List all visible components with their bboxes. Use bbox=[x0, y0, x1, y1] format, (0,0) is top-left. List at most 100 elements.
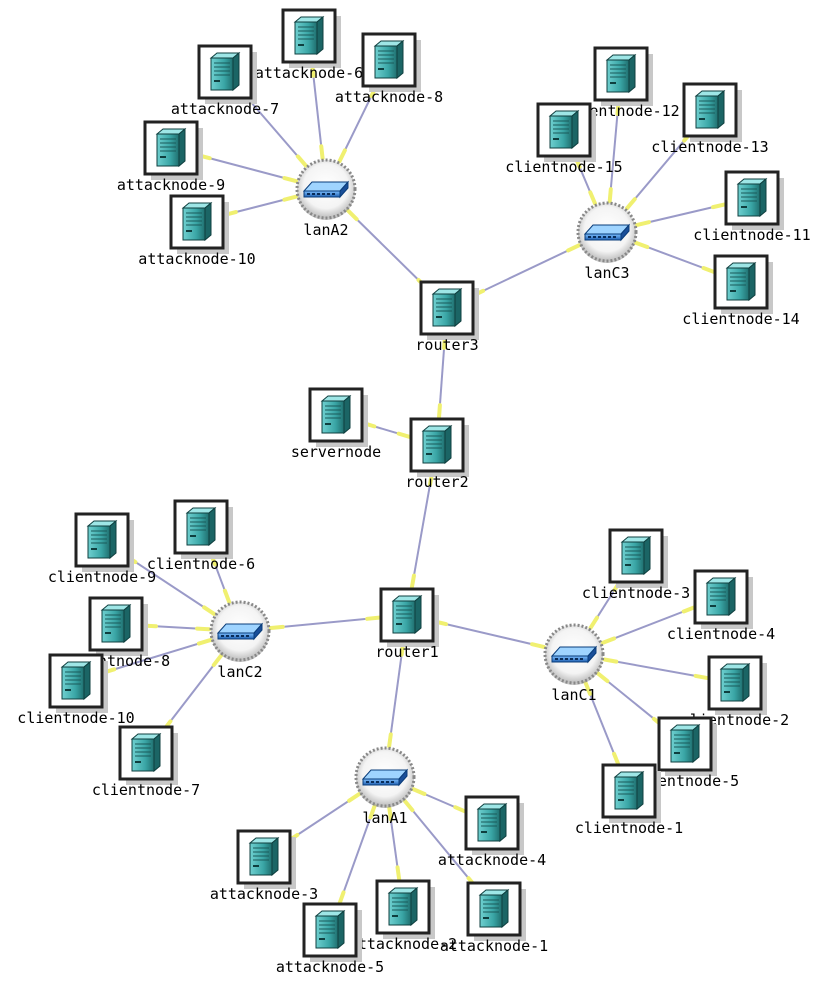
node-clientnode-4[interactable]: clientnode-4 bbox=[667, 569, 775, 643]
node-label: clientnode-14 bbox=[682, 310, 799, 328]
server-tower-icon bbox=[478, 888, 510, 929]
node-label: attacknode-10 bbox=[138, 250, 255, 268]
server-tower-icon bbox=[476, 802, 508, 843]
server-tower-icon bbox=[387, 886, 419, 927]
node-clientnode-12[interactable]: clientnode-12 bbox=[562, 46, 680, 120]
node-servernode[interactable]: servernode bbox=[291, 387, 381, 461]
node-lanC3[interactable]: lanC3 bbox=[576, 201, 638, 282]
node-label: clientnode-9 bbox=[48, 568, 156, 586]
node-lanC2[interactable]: lanC2 bbox=[209, 600, 271, 681]
link-connector bbox=[337, 890, 346, 906]
server-tower-icon bbox=[209, 51, 241, 92]
link-connector bbox=[295, 154, 308, 168]
node-label: attacknode-8 bbox=[335, 88, 443, 106]
link-connector bbox=[346, 208, 359, 222]
node-clientnode-7[interactable]: clientnode-7 bbox=[92, 725, 200, 799]
node-attacknode-7[interactable]: attacknode-7 bbox=[171, 44, 279, 118]
link-connector bbox=[711, 202, 727, 210]
node-attacknode-5[interactable]: attacknode-5 bbox=[276, 902, 384, 976]
link-connector bbox=[402, 798, 415, 813]
network-switch-icon bbox=[361, 768, 409, 787]
node-attacknode-3[interactable]: attacknode-3 bbox=[210, 829, 318, 903]
node-attacknode-10[interactable]: attacknode-10 bbox=[138, 194, 256, 268]
server-tower-icon bbox=[373, 39, 405, 80]
node-clientnode-1[interactable]: clientnode-1 bbox=[575, 763, 683, 837]
link-connector bbox=[222, 588, 232, 604]
server-tower-icon bbox=[60, 660, 92, 701]
node-clientnode-6[interactable]: clientnode-6 bbox=[147, 499, 255, 573]
node-label: attacknode-6 bbox=[255, 64, 363, 82]
link-connector bbox=[196, 638, 213, 646]
node-clientnode-9[interactable]: clientnode-9 bbox=[48, 512, 156, 586]
link-connector bbox=[337, 148, 347, 164]
server-tower-icon bbox=[391, 594, 423, 635]
node-lanA2[interactable]: lanA2 bbox=[295, 158, 357, 239]
link-connector bbox=[624, 197, 637, 211]
node-label: clientnode-4 bbox=[667, 625, 775, 643]
link-connector bbox=[195, 626, 212, 632]
node-label: attacknode-2 bbox=[349, 935, 457, 953]
node-router1[interactable]: router1 bbox=[375, 587, 439, 661]
server-tower-icon bbox=[86, 519, 118, 560]
node-clientnode-14[interactable]: clientnode-14 bbox=[682, 254, 800, 328]
nodes-layer: attacknode-6 attacknode-8 attacknode-7 atta… bbox=[17, 8, 811, 976]
node-attacknode-9[interactable]: attacknode-9 bbox=[117, 120, 225, 194]
network-switch-icon bbox=[216, 622, 264, 641]
node-attacknode-8[interactable]: attacknode-8 bbox=[335, 32, 443, 106]
node-attacknode-4[interactable]: attacknode-4 bbox=[438, 795, 546, 869]
node-label: clientnode-6 bbox=[147, 555, 255, 573]
link-connector bbox=[701, 266, 717, 275]
node-label: clientnode-7 bbox=[92, 781, 200, 799]
link-connector bbox=[395, 865, 402, 882]
node-label: clientnode-1 bbox=[575, 819, 683, 837]
link-connector bbox=[282, 194, 298, 202]
link-connector bbox=[396, 431, 413, 440]
link-connector bbox=[268, 624, 285, 631]
node-router2[interactable]: router2 bbox=[405, 417, 469, 491]
server-tower-icon bbox=[605, 53, 637, 94]
server-tower-icon bbox=[130, 732, 162, 773]
server-tower-icon bbox=[248, 836, 280, 877]
node-lanC1[interactable]: lanC1 bbox=[543, 623, 605, 704]
node-label: clientnode-3 bbox=[582, 584, 690, 602]
link-connector bbox=[634, 240, 650, 250]
node-lanA1[interactable]: lanA1 bbox=[354, 746, 416, 827]
link-connector bbox=[681, 605, 697, 614]
link-connector bbox=[453, 805, 469, 814]
link-connector bbox=[409, 573, 416, 590]
link-connector bbox=[387, 732, 393, 749]
node-clientnode-11[interactable]: clientnode-11 bbox=[693, 170, 811, 244]
server-tower-icon bbox=[669, 723, 701, 764]
node-label: clientnode-10 bbox=[17, 709, 134, 727]
node-label: clientnode-11 bbox=[693, 226, 810, 244]
node-label: attacknode-5 bbox=[276, 958, 384, 976]
server-tower-icon bbox=[613, 770, 645, 811]
node-attacknode-2[interactable]: attacknode-2 bbox=[349, 879, 457, 953]
server-tower-icon bbox=[719, 662, 751, 703]
server-tower-icon bbox=[736, 177, 768, 218]
node-clientnode-8[interactable]: clientnode-8 bbox=[62, 596, 170, 670]
node-label: attacknode-7 bbox=[171, 100, 279, 118]
node-clientnode-13[interactable]: clientnode-13 bbox=[651, 82, 769, 156]
link-connector bbox=[693, 673, 710, 681]
node-clientnode-15[interactable]: clientnode-15 bbox=[505, 102, 623, 176]
node-attacknode-1[interactable]: attacknode-1 bbox=[440, 881, 548, 955]
node-clientnode-10[interactable]: clientnode-10 bbox=[17, 653, 135, 727]
node-label: attacknode-1 bbox=[440, 937, 548, 955]
server-tower-icon bbox=[725, 261, 757, 302]
link-connector bbox=[596, 671, 610, 684]
node-label: clientnode-15 bbox=[505, 158, 622, 176]
node-label: lanC2 bbox=[217, 663, 262, 681]
network-switch-icon bbox=[583, 223, 631, 242]
node-label: router1 bbox=[375, 643, 438, 661]
node-router3[interactable]: router3 bbox=[415, 280, 479, 354]
server-tower-icon bbox=[620, 535, 652, 576]
node-label: attacknode-9 bbox=[117, 176, 225, 194]
server-tower-icon bbox=[421, 424, 453, 465]
node-attacknode-6[interactable]: attacknode-6 bbox=[255, 8, 363, 82]
link-connector bbox=[411, 787, 427, 796]
node-clientnode-3[interactable]: clientnode-3 bbox=[582, 528, 690, 602]
link-connector bbox=[282, 176, 299, 184]
node-label: lanC3 bbox=[584, 264, 629, 282]
